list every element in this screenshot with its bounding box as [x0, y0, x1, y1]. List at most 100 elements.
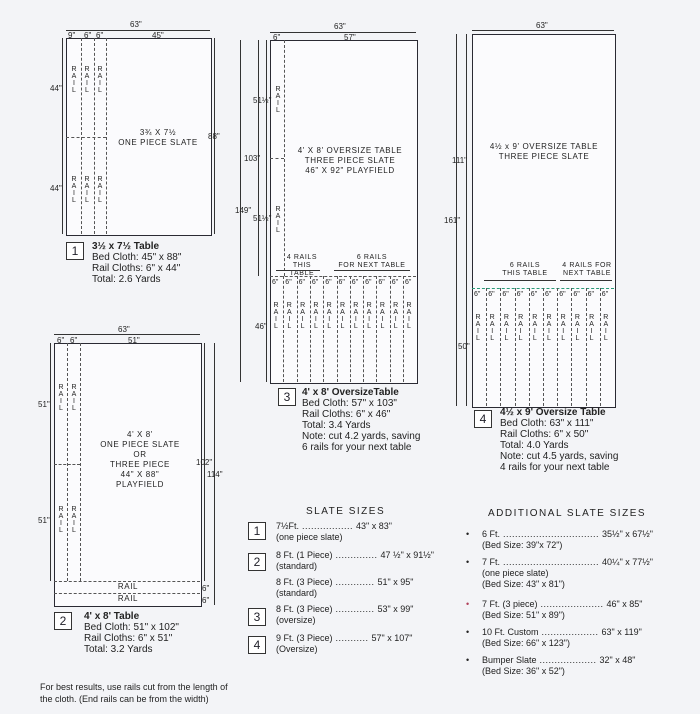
height-label: 103" — [244, 154, 261, 163]
height-dimension-line — [214, 38, 215, 234]
cut-line — [283, 276, 285, 382]
width-dimension-line — [66, 30, 210, 31]
cut-line — [500, 288, 502, 406]
additional-size-row: 7 Ft. ................................ 4… — [482, 557, 653, 589]
total-height-label: 161" — [444, 216, 461, 225]
height-label: 102" — [196, 458, 213, 467]
rail-strip-label: RAIL — [117, 594, 139, 603]
additional-size-row: 7 Ft. (3 piece) ..................... 46… — [482, 599, 643, 620]
slate-size-number-box: 1 — [248, 522, 266, 540]
rail-width-label: 6" — [502, 291, 509, 298]
table-caption: 4½ x 9' Oversize Table Bed Cloth: 63" x … — [500, 407, 619, 473]
height-dimension-line — [204, 343, 205, 581]
cut-line — [54, 464, 80, 465]
footnote: For best results, use rails cut from the… — [40, 682, 228, 704]
cut-line — [296, 276, 298, 382]
cut-line — [284, 40, 285, 276]
cut-width-label: 6" — [96, 31, 104, 40]
bullet-icon: • — [466, 655, 470, 665]
bullet-icon: • — [466, 627, 470, 637]
table-caption: 3½ x 7½ Table Bed Cloth: 45" x 88" Rail … — [92, 241, 182, 285]
rail-width-label: 6" — [325, 279, 332, 286]
rail-width-label: 6" — [488, 291, 495, 298]
cut-line — [106, 38, 107, 234]
rail-height-label: 6" — [202, 584, 210, 593]
section-title: ADDITIONAL SLATE SIZES — [488, 508, 647, 519]
height-dimension-line — [258, 40, 259, 276]
rail-width-label: 6" — [587, 291, 594, 298]
rail-width-label: 6" — [378, 279, 385, 286]
height-label: 51½" — [253, 214, 272, 223]
cut-line — [336, 276, 338, 382]
rail-strip-label: RAIL — [117, 582, 139, 591]
bullet-icon: • — [466, 529, 470, 539]
slate-size-row: 8 Ft. (3 Piece) ............. 53" x 99" … — [276, 604, 414, 625]
total-width-label: 63" — [130, 20, 142, 29]
bracket-line — [334, 270, 410, 271]
cut-line — [363, 276, 365, 382]
cut-line — [585, 288, 587, 406]
height-dimension-line — [456, 34, 457, 406]
cut-line — [403, 276, 404, 382]
rail-width-label: 6" — [573, 291, 580, 298]
cut-line — [66, 137, 106, 138]
total-height-label: 114" — [207, 470, 223, 479]
cut-width-label: 6" — [57, 336, 65, 345]
total-width-label: 63" — [334, 22, 346, 31]
rail-width-label: 6" — [391, 279, 399, 286]
cloth-sheet — [54, 343, 202, 607]
total-height-label: 88" — [208, 132, 220, 141]
bracket-line — [560, 280, 612, 281]
additional-size-row: 6 Ft. ................................ 3… — [482, 529, 653, 550]
height-label: 44" — [50, 84, 62, 93]
height-label: 46" — [255, 322, 267, 331]
total-height-label: 149" — [235, 206, 252, 215]
width-dimension-line — [54, 334, 200, 335]
cut-line — [376, 276, 378, 382]
cut-line — [270, 276, 416, 277]
cut-line — [514, 288, 516, 406]
height-label: 50" — [458, 342, 470, 351]
cut-line — [80, 343, 81, 581]
cloth-sheet — [270, 40, 418, 384]
section-title: SLATE SIZES — [306, 506, 386, 517]
rail-width-label: 6" — [298, 279, 305, 286]
cut-line — [486, 288, 488, 406]
rail-width-label: 6" — [530, 291, 538, 298]
slate-size-row: 8 Ft. (1 Piece) .............. 47 ½" x 9… — [276, 550, 434, 571]
cut-width-label: 6" — [273, 33, 281, 42]
width-dimension-line — [472, 30, 614, 31]
additional-size-row: Bumper Slate ................... 32" x 4… — [482, 655, 636, 676]
height-label: 111" — [452, 156, 467, 165]
cut-line — [528, 288, 530, 406]
cut-line — [67, 343, 68, 581]
width-dimension-line — [270, 32, 416, 33]
cut-width-label: 9" — [68, 31, 76, 40]
rail-width-label: 6" — [285, 279, 292, 286]
bullet-icon: • — [466, 557, 470, 567]
height-dimension-line — [214, 343, 215, 605]
